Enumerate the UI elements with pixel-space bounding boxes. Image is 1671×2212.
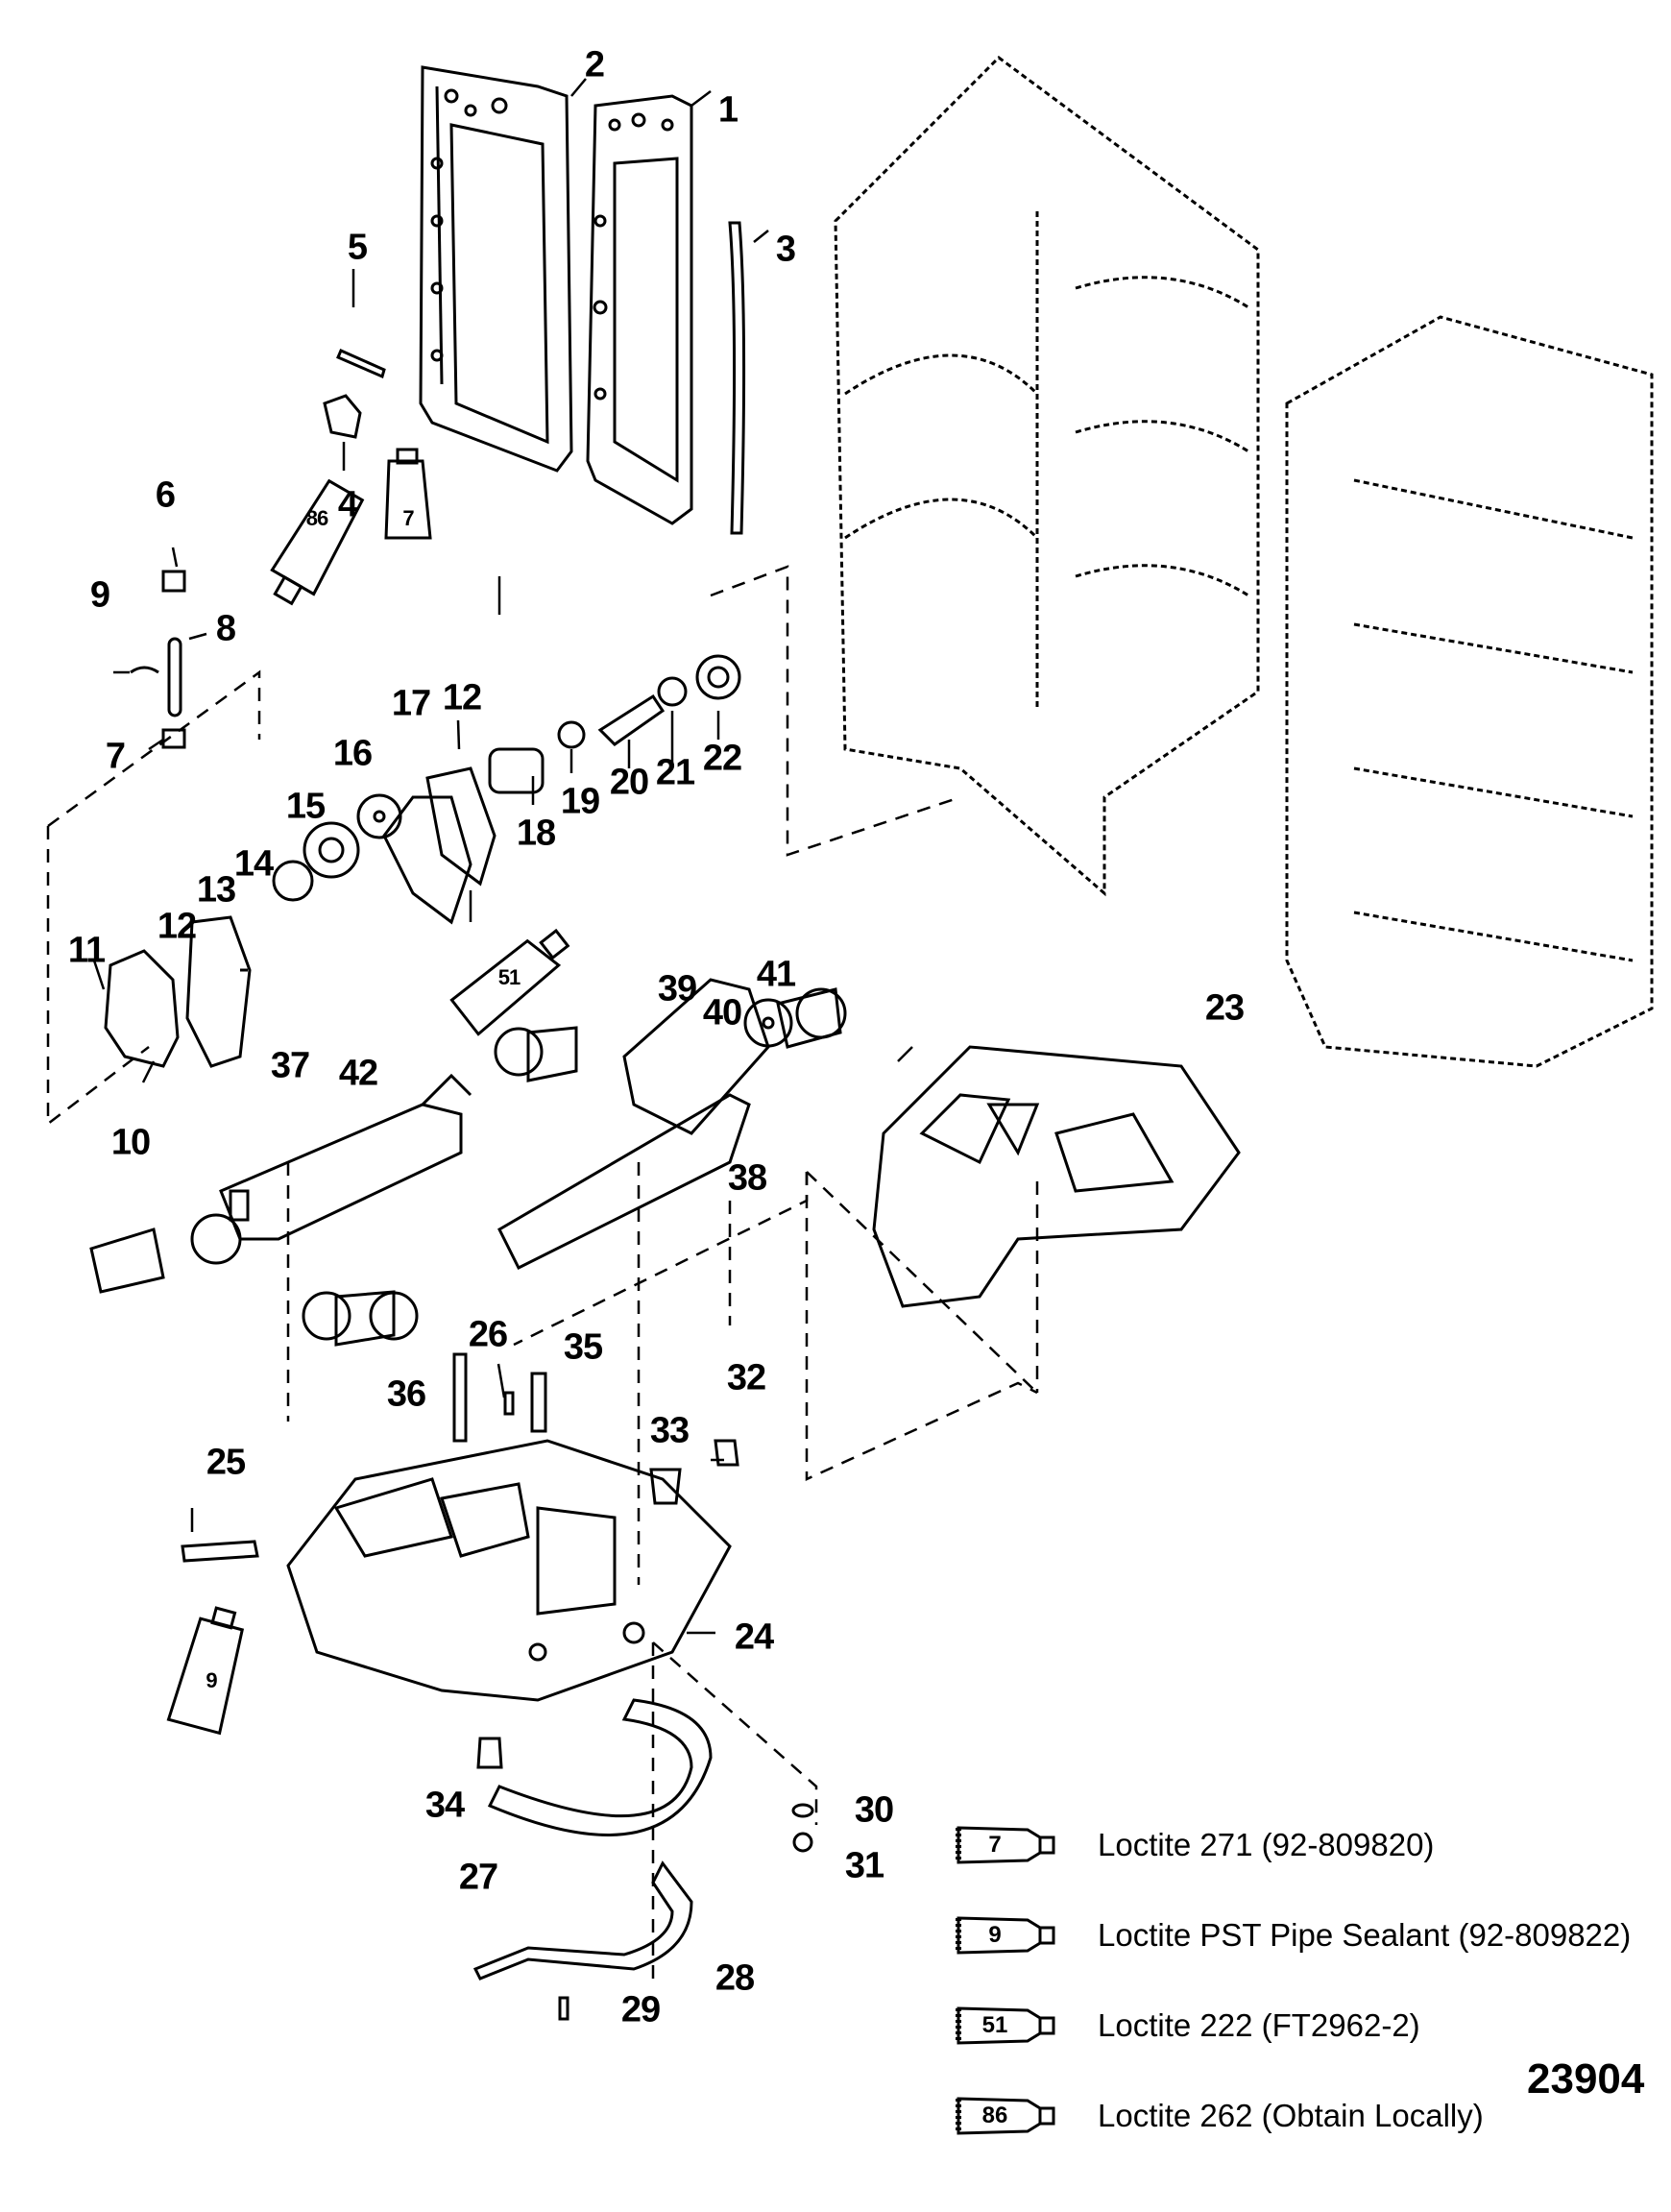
callout-14: 14: [233, 843, 274, 885]
callout-15: 15: [285, 786, 326, 827]
sealant-tube-icon: 86: [956, 2095, 1061, 2137]
callout-8: 8: [215, 608, 236, 649]
callout-35: 35: [563, 1326, 603, 1368]
callout-32: 32: [726, 1357, 766, 1398]
callout-28: 28: [714, 1957, 755, 1999]
part-29-screw: [558, 1996, 569, 2021]
callout-18: 18: [516, 813, 556, 854]
part-32-clip: [714, 1439, 739, 1467]
callout-42: 42: [338, 1053, 378, 1094]
tube-number: 51: [981, 2012, 1008, 2038]
callout-31: 31: [844, 1845, 884, 1886]
callout-26: 26: [468, 1314, 508, 1355]
part-28-bracket: [472, 1860, 693, 1981]
tube-label-51: 51: [497, 965, 521, 989]
figure-id: 23904: [1527, 2055, 1645, 2103]
tube-label-86: 86: [305, 506, 329, 530]
callout-1: 1: [717, 89, 739, 131]
callout-39: 39: [657, 968, 697, 1009]
legend-row: 7 Loctite 271 (92-809820): [956, 1815, 1631, 1875]
callout-25: 25: [206, 1442, 246, 1483]
part-31-nut: [792, 1832, 813, 1853]
part-25-fitting: [181, 1540, 259, 1563]
callout-36: 36: [386, 1373, 426, 1415]
callout-41: 41: [756, 954, 796, 995]
tube-label-9: 9: [206, 1668, 217, 1692]
callout-22: 22: [702, 738, 742, 779]
callout-5: 5: [347, 227, 368, 268]
part-9-clamp: [130, 666, 159, 674]
part-3-hose: [728, 221, 746, 535]
part-36-bolt: [452, 1352, 468, 1443]
part-34-grommet: [476, 1737, 503, 1769]
callout-19: 19: [560, 781, 600, 822]
sealant-legend: 7 Loctite 271 (92-809820) 9 Loctite PST …: [956, 1815, 1631, 2176]
callout-30: 30: [854, 1789, 894, 1831]
part-27-seal: [487, 1698, 713, 1836]
callout-7: 7: [105, 736, 126, 777]
part-26-pin: [503, 1391, 515, 1416]
callout-2: 2: [584, 44, 605, 85]
legend-text: Loctite 271 (92-809820): [1098, 1827, 1435, 1862]
callout-13: 13: [196, 869, 236, 911]
legend-text: Loctite 262 (Obtain Locally): [1098, 2098, 1484, 2133]
part-5-screw: [336, 349, 386, 379]
part-33-plug: [649, 1468, 682, 1505]
legend-text: Loctite PST Pipe Sealant (92-809822): [1098, 1917, 1632, 1953]
sealant-tube-86: [270, 478, 365, 606]
legend-row: 9 Loctite PST Pipe Sealant (92-809822): [956, 1906, 1631, 1965]
callout-27: 27: [458, 1857, 498, 1898]
callout-33: 33: [649, 1410, 690, 1451]
callout-24: 24: [734, 1616, 774, 1658]
callout-20: 20: [609, 762, 649, 803]
legend-row: 51 Loctite 222 (FT2962-2): [956, 1996, 1631, 2055]
callout-17: 17: [391, 683, 431, 724]
part-8-tube: [167, 637, 182, 717]
callout-10: 10: [110, 1122, 151, 1163]
sealant-tube-icon: 7: [956, 1824, 1061, 1866]
callout-29: 29: [620, 1989, 661, 2030]
mount-brackets: [89, 978, 847, 1347]
callout-6: 6: [155, 474, 176, 516]
tube-number: 9: [988, 1922, 1002, 1948]
part-1-gasket: [586, 94, 693, 525]
sealant-tube-icon: 9: [956, 1914, 1061, 1957]
tube-number: 7: [988, 1832, 1002, 1858]
tube-label-7: 7: [402, 506, 414, 530]
callout-37: 37: [270, 1045, 310, 1086]
part-23-gasket: [872, 1045, 1241, 1308]
legend-row: 86 Loctite 262 (Obtain Locally): [956, 2086, 1631, 2146]
sealant-tube-icon: 51: [956, 2005, 1061, 2047]
part-30-washer: [791, 1803, 814, 1818]
water-pump-parts: [104, 654, 741, 1068]
sealant-tube-9: [166, 1606, 245, 1736]
callout-12-a: 12: [157, 906, 197, 947]
crankcase-block: [834, 56, 1260, 897]
callout-23: 23: [1204, 987, 1245, 1029]
part-4-clip: [323, 394, 362, 439]
part-6-fitting: [161, 570, 186, 593]
sealant-tube-51: [449, 928, 570, 1036]
callout-16: 16: [332, 733, 373, 774]
legend-text: Loctite 222 (FT2962-2): [1098, 2007, 1420, 2043]
part-35-screw: [530, 1372, 547, 1433]
callout-38: 38: [727, 1157, 767, 1199]
callout-34: 34: [424, 1785, 465, 1826]
part-24-adapter-plate: [286, 1439, 732, 1702]
callout-3: 3: [775, 229, 796, 270]
cylinder-block: [1285, 315, 1654, 1068]
callout-40: 40: [702, 992, 742, 1033]
part-2-cover-plate: [419, 65, 573, 473]
part-7-elbow: [161, 728, 186, 749]
callout-11: 11: [67, 930, 106, 971]
assembly-lines: [46, 565, 1039, 1988]
sealant-tube-7-upper: [384, 448, 432, 540]
callout-12-b: 12: [442, 677, 482, 718]
callout-9: 9: [89, 574, 110, 616]
callout-4: 4: [337, 484, 358, 525]
callout-21: 21: [655, 752, 695, 793]
leader-lines: [92, 78, 913, 1635]
tube-number: 86: [981, 2103, 1008, 2128]
